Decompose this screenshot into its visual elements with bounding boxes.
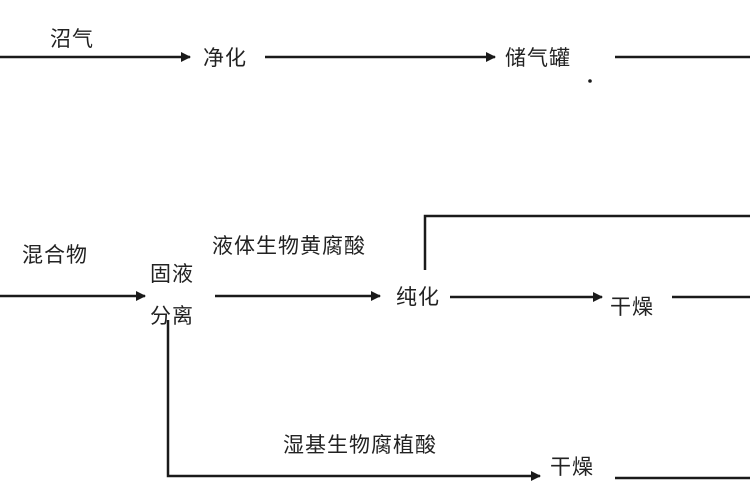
node-separation-line1: 固液: [150, 262, 194, 286]
node-gas-tank: 储气罐: [505, 46, 571, 70]
node-purification: 纯化: [396, 285, 440, 309]
label-mixture: 混合物: [22, 243, 88, 267]
label-liquid-fulvic-acid: 液体生物黄腐酸: [212, 234, 366, 258]
label-biogas: 沼气: [50, 27, 94, 51]
node-dry-solid: 干燥: [550, 455, 594, 479]
label-wet-humic-acid: 湿基生物腐植酸: [283, 433, 437, 457]
node-purify-gas: 净化: [203, 46, 247, 70]
node-dry-liquid: 干燥: [610, 295, 654, 319]
node-separation-line2: 分离: [150, 304, 194, 328]
dot-mark: [588, 79, 592, 83]
line-purification-bypass: [423, 214, 750, 270]
arrow-separation-to-solid-dry: [166, 320, 541, 481]
